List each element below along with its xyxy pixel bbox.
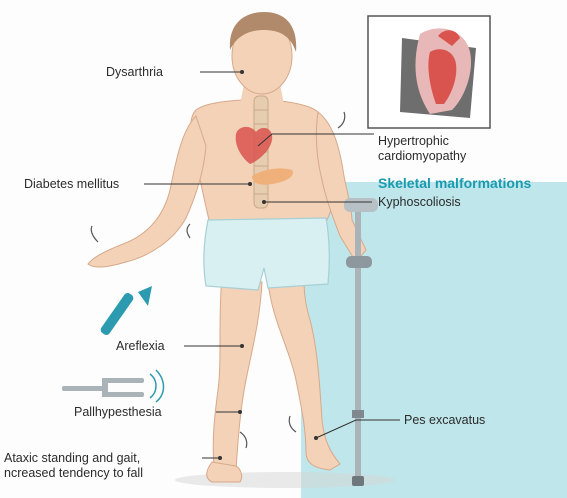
label-diabetes: Diabetes mellitus xyxy=(24,177,119,192)
label-hcm-1: Hypertrophic xyxy=(378,134,449,149)
label-skeletal: Skeletal malformations xyxy=(378,175,531,191)
label-ataxic-2: ncreased tendency to fall xyxy=(4,466,143,481)
label-dysarthria: Dysarthria xyxy=(106,65,163,80)
reflex-hammer-icon xyxy=(99,286,152,337)
heart-inset-icon xyxy=(368,16,490,128)
label-areflexia: Areflexia xyxy=(116,339,165,354)
label-hcm-2: cardiomyopathy xyxy=(378,149,466,164)
label-pallhypesthesia: Pallhypesthesia xyxy=(74,405,162,420)
label-kyphoscoliosis: Kyphoscoliosis xyxy=(378,195,461,210)
label-ataxic-1: Ataxic standing and gait, xyxy=(4,451,140,466)
label-pes-excavatus: Pes excavatus xyxy=(404,413,485,428)
tuning-fork-icon xyxy=(62,370,164,402)
